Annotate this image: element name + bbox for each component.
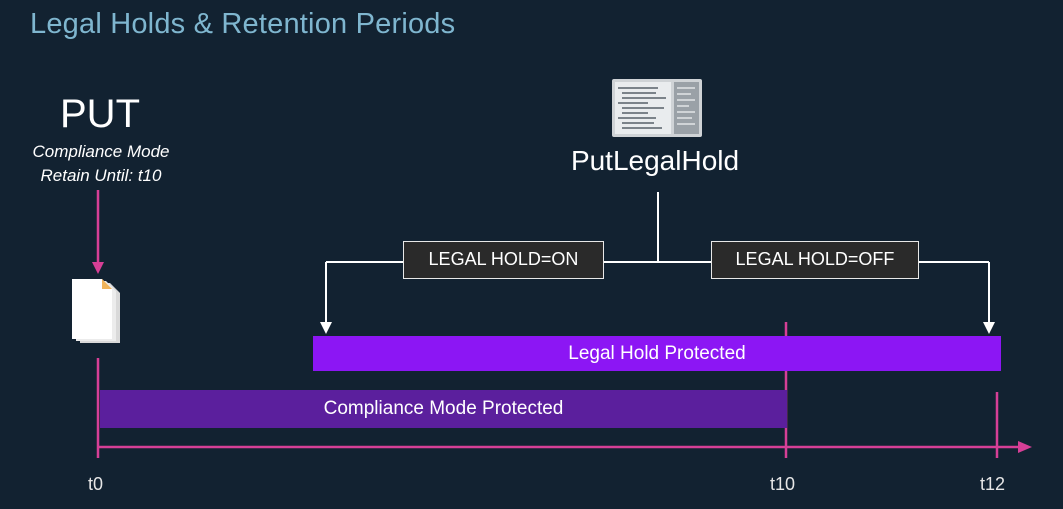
legal-hold-on-box: LEGAL HOLD=ON: [403, 241, 604, 279]
put-label: PUT: [60, 92, 140, 136]
tick-label-t0: t0: [88, 474, 104, 494]
legal-hold-right-arrow-head: [983, 322, 995, 334]
put-legal-hold-label: PutLegalHold: [570, 145, 740, 176]
put-arrow-head: [92, 262, 104, 274]
tick-label-t10: t10: [770, 474, 796, 494]
put-mode: Compliance Mode: [32, 142, 170, 161]
put-retain: Retain Until: t10: [40, 166, 162, 185]
document-stack-icon: [72, 279, 120, 343]
timeline-arrow-head: [1018, 441, 1032, 453]
legal-hold-left-arrow-head: [320, 322, 332, 334]
code-screenshot-icon: [612, 79, 702, 137]
slide-title: Legal Holds & Retention Periods: [30, 8, 456, 40]
compliance-mode-protected-bar: Compliance Mode Protected: [100, 390, 787, 428]
legal-hold-off-box: LEGAL HOLD=OFF: [711, 241, 919, 279]
legal-hold-protected-bar: Legal Hold Protected: [313, 336, 1001, 371]
tick-label-t12: t12: [980, 474, 1006, 494]
